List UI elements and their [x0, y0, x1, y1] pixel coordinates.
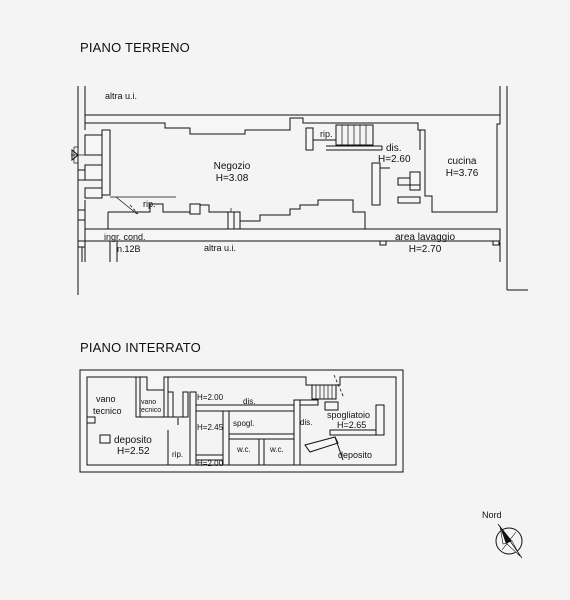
label-spogliatoio: spogliatoio	[327, 410, 370, 420]
label-dis-top: dis.	[243, 397, 255, 406]
label-dis: dis.	[386, 143, 402, 154]
label-h200-top: H=2.00	[197, 393, 224, 402]
compass-label: Nord	[482, 510, 502, 520]
basement-title: PIANO INTERRATO	[80, 340, 201, 355]
north-compass-icon	[495, 523, 523, 559]
label-cucina-height: H=3.76	[446, 168, 479, 179]
label-vano-tecnico-1b: tecnico	[93, 406, 122, 416]
label-area-lavaggio: area lavaggio	[395, 232, 455, 243]
label-negozio-height: H=3.08	[216, 173, 249, 184]
label-altra-ui-top: altra u.i.	[105, 91, 137, 101]
label-cucina: cucina	[448, 156, 477, 167]
label-vano-tecnico-2a: vano	[141, 399, 156, 406]
label-dis-height: H=2.60	[378, 154, 411, 165]
label-wc-2: w.c.	[269, 445, 284, 454]
label-spogl: spogl.	[233, 419, 254, 428]
label-spogliatoio-height: H=2.65	[337, 420, 366, 430]
label-h245: H=2.45	[197, 423, 224, 432]
label-rip-left: rip.	[143, 199, 156, 209]
label-deposito-right: deposito	[338, 450, 372, 460]
ground-floor-title: PIANO TERRENO	[80, 40, 190, 55]
label-vano-tecnico-2b: tecnico	[139, 407, 161, 414]
label-deposito-left: deposito	[114, 435, 152, 446]
label-altra-ui-bottom: altra u.i.	[204, 243, 236, 253]
label-dis-mid: dis.	[300, 418, 312, 427]
label-area-lavaggio-height: H=2.70	[409, 244, 442, 255]
label-wc-1: w.c.	[236, 445, 251, 454]
label-negozio: Negozio	[214, 161, 251, 172]
label-ingr-num: n.12B	[117, 244, 141, 254]
label-rip-top: rip.	[320, 129, 333, 139]
basement-walls	[79, 369, 404, 473]
ground-floor-walls	[71, 86, 528, 295]
label-h200-bottom: H=2.00	[197, 459, 224, 468]
label-deposito-left-height: H=2.52	[117, 446, 150, 457]
label-rip-basement: rip.	[172, 450, 183, 459]
label-vano-tecnico-1a: vano	[96, 394, 116, 404]
label-ingr-cond: ingr. cond.	[104, 232, 146, 242]
